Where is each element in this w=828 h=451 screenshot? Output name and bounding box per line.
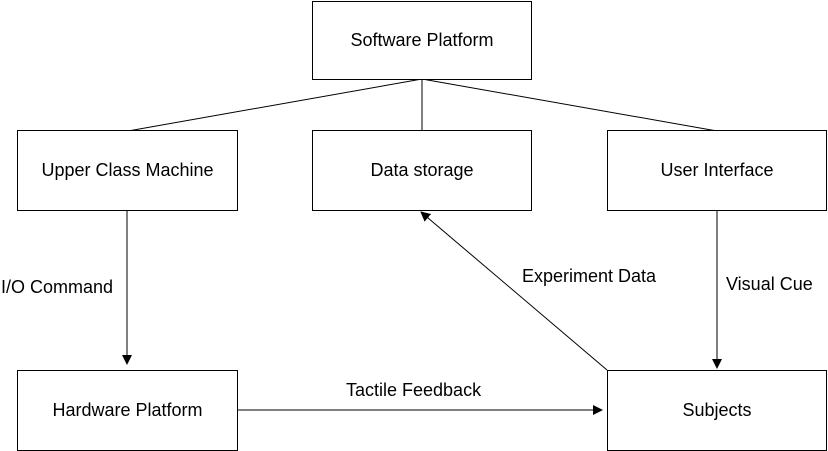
node-data-storage-label: Data storage xyxy=(370,160,474,180)
node-software-platform: Software Platform xyxy=(312,1,532,80)
connector-software-to-user-interface xyxy=(421,78,718,132)
edge-label-experiment-data: Experiment Data xyxy=(522,266,657,286)
edge-label-visual-cue: Visual Cue xyxy=(726,274,813,294)
node-upper-class-machine: Upper Class Machine xyxy=(17,130,238,211)
node-data-storage: Data storage xyxy=(312,130,532,211)
node-subjects-label: Subjects xyxy=(682,400,752,420)
edge-label-io-command: I/O Command xyxy=(1,277,114,297)
edge-label-tactile-feedback: Tactile Feedback xyxy=(346,380,482,400)
node-user-interface: User Interface xyxy=(607,130,827,211)
node-subjects: Subjects xyxy=(607,370,827,451)
node-upper-class-machine-label: Upper Class Machine xyxy=(41,160,214,180)
node-hardware-platform: Hardware Platform xyxy=(17,370,238,451)
node-software-platform-label: Software Platform xyxy=(350,30,494,50)
node-user-interface-label: User Interface xyxy=(660,160,774,180)
node-hardware-platform-label: Hardware Platform xyxy=(52,400,203,420)
connector-software-to-upper-class xyxy=(127,78,423,132)
arrow-experiment-data xyxy=(420,211,608,371)
